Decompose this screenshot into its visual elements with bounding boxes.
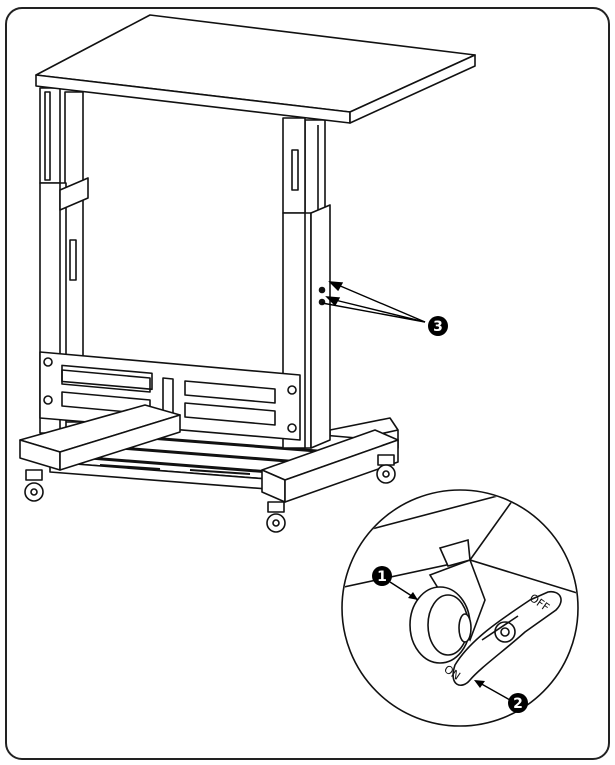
callout-badge <box>372 566 392 586</box>
panel-screw <box>287 385 297 395</box>
adjust-bolt-upper <box>318 286 326 294</box>
tabletop <box>35 14 476 124</box>
callout-caster: 1 <box>372 566 419 601</box>
panel-screw <box>43 357 53 367</box>
callout-number: 3 <box>433 319 443 335</box>
callout-number: 1 <box>377 569 387 585</box>
right-base-foot <box>261 429 399 503</box>
callout-badge <box>508 693 528 713</box>
panel-screw <box>43 395 53 405</box>
callout-lock-lever: 2 <box>474 680 528 713</box>
front-base-foot <box>19 404 181 471</box>
lock-lever <box>452 590 562 686</box>
caster-front-left <box>24 469 44 502</box>
callout-number: 2 <box>513 696 523 712</box>
callout-height-bolts: 3 <box>428 316 448 336</box>
caster-detail: OFF ON <box>341 489 579 727</box>
callout-3-leaders <box>321 281 426 323</box>
sewing-table <box>19 14 476 533</box>
callout-badge <box>428 316 448 336</box>
panel-screw <box>287 423 297 433</box>
outer-frame <box>5 7 610 760</box>
caster-rear-right <box>376 454 396 484</box>
caster-front-right <box>266 501 286 533</box>
